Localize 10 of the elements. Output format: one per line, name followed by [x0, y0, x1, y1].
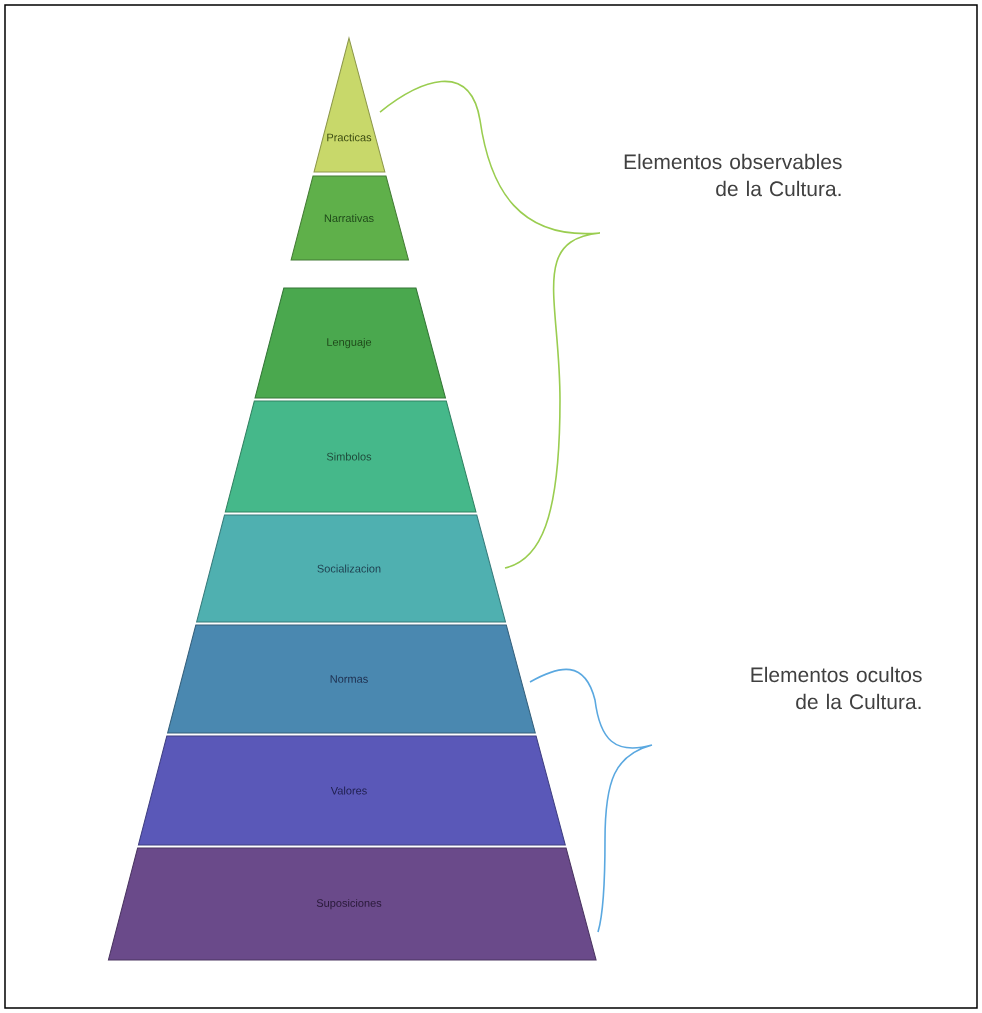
- pyramid-layer: Practicas: [313, 37, 386, 173]
- pyramid-layer: Suposiciones: [107, 847, 597, 961]
- pyramid-layer: Normas: [167, 624, 536, 734]
- pyramid-layer: Lenguaje: [254, 287, 446, 399]
- pyramid-layer: Narrativas: [290, 175, 409, 261]
- annotation-text: Elementos observables de la Cultura.: [624, 153, 842, 197]
- annotation-text: Elementos ocultos de la Cultura.: [751, 666, 922, 710]
- pyramid-layer: Socializacion: [196, 514, 506, 623]
- pyramid-layer: Valores: [137, 735, 566, 846]
- pyramid-layer: Simbolos: [224, 400, 477, 513]
